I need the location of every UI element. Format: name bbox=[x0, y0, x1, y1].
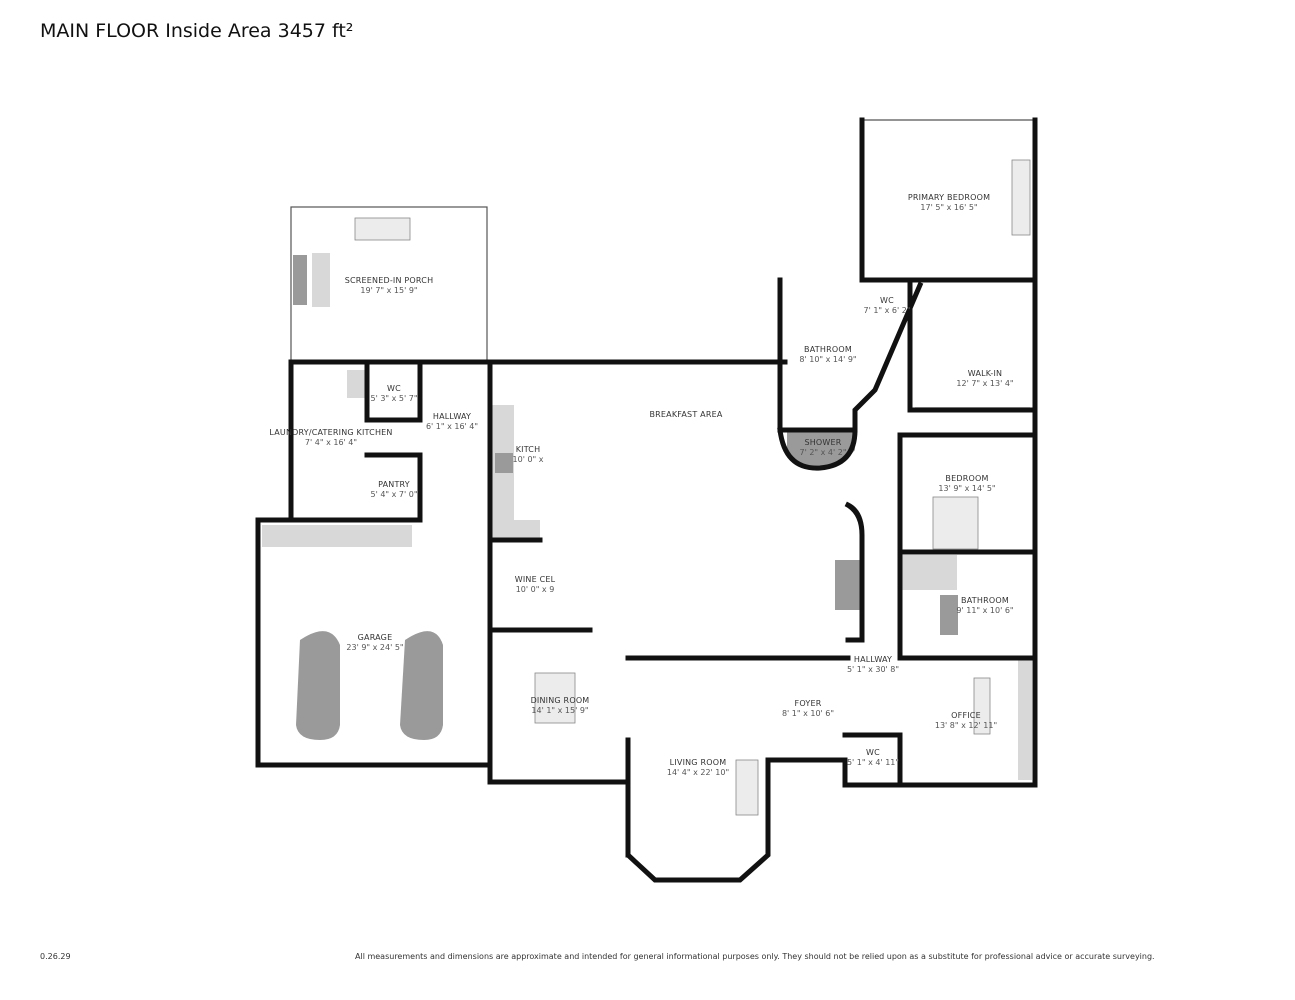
room-dims: 13' 8" x 12' 11" bbox=[934, 721, 998, 730]
room-name: SHOWER bbox=[804, 438, 842, 447]
room-dims: 12' 7" x 13' 4" bbox=[956, 379, 1014, 388]
room-dims: 14' 4" x 22' 10" bbox=[666, 768, 730, 777]
thin-walls bbox=[290, 119, 1035, 409]
version-label: 0.26.29 bbox=[40, 952, 71, 961]
room-name: WC bbox=[387, 384, 401, 393]
room-dims: 14' 1" x 15' 9" bbox=[531, 706, 589, 715]
room-dims: 17' 5" x 16' 5" bbox=[920, 203, 978, 212]
room-name: BEDROOM bbox=[945, 474, 989, 483]
room-name: FOYER bbox=[794, 699, 822, 708]
room-name: HALLWAY bbox=[432, 412, 472, 421]
room-name: WINE CEL bbox=[514, 575, 556, 584]
fixtures bbox=[262, 159, 1032, 816]
floor-title: MAIN FLOOR Inside Area 3457 ft² bbox=[40, 20, 354, 42]
room-dims: 7' 4" x 16' 4" bbox=[304, 438, 358, 447]
room-dims: 10' 0" x 9 bbox=[515, 585, 555, 594]
room-name: SCREENED-IN PORCH bbox=[344, 276, 434, 285]
room-name: WC bbox=[866, 748, 880, 757]
room-dims: 13' 9" x 14' 5" bbox=[938, 484, 996, 493]
room-dims: 5' 4" x 7' 0" bbox=[370, 490, 418, 499]
room-breakfast-area: BREAKFAST AREA bbox=[649, 410, 722, 420]
room-dims: 8' 1" x 10' 6" bbox=[781, 709, 835, 718]
room-dims: 5' 3" x 5' 7" bbox=[370, 394, 418, 403]
room-dims: 9' 11" x 10' 6" bbox=[956, 606, 1014, 615]
room-name: KITCH bbox=[515, 445, 541, 454]
room-name: GARAGE bbox=[357, 633, 393, 642]
room-name: BATHROOM bbox=[961, 596, 1009, 605]
room-name: BATHROOM bbox=[804, 345, 852, 354]
room-dims: 10' 0" x bbox=[512, 455, 544, 464]
room-name: PRIMARY BEDROOM bbox=[907, 193, 991, 202]
room-dims: 7' 1" x 6' 2" bbox=[863, 306, 911, 315]
walls bbox=[255, 117, 1038, 883]
disclaimer: All measurements and dimensions are appr… bbox=[355, 952, 1155, 961]
room-name: WC bbox=[880, 296, 894, 305]
room-name: HALLWAY bbox=[853, 655, 893, 664]
room-dims: 5' 1" x 30' 8" bbox=[846, 665, 900, 674]
room-dims: 23' 9" x 24' 5" bbox=[346, 643, 404, 652]
room-name: OFFICE bbox=[951, 711, 981, 720]
room-name: LIVING ROOM bbox=[669, 758, 727, 767]
room-dims: 7' 2" x 4' 2" bbox=[799, 448, 847, 457]
room-name: WALK-IN bbox=[967, 369, 1003, 378]
room-dims: 19' 7" x 15' 9" bbox=[360, 286, 418, 295]
room-dims: 6' 1" x 16' 4" bbox=[425, 422, 479, 431]
room-name: LAUNDRY/CATERING KITCHEN bbox=[269, 428, 393, 437]
room-name: PANTRY bbox=[378, 480, 410, 489]
room-dims: 5' 1" x 4' 11" bbox=[846, 758, 900, 767]
room-dims: 8' 10" x 14' 9" bbox=[799, 355, 857, 364]
room-name: BREAKFAST AREA bbox=[649, 410, 723, 419]
room-name: DINING ROOM bbox=[530, 696, 590, 705]
